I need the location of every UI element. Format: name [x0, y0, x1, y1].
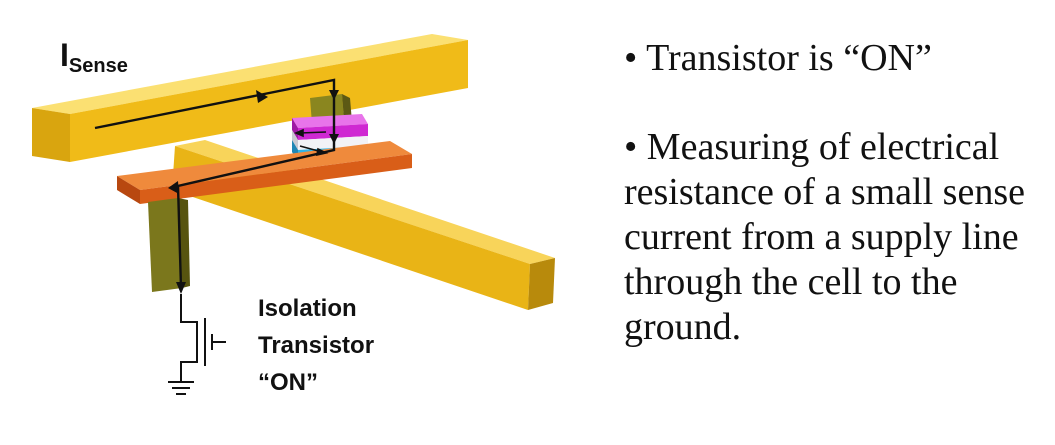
- sense-current-label: ISense: [60, 37, 128, 77]
- mram-cell-diagram: ISense Isolation Transistor “ON”: [32, 34, 555, 396]
- bullet-list: • Transistor is “ON” • Measuring of elec…: [624, 36, 1049, 350]
- upper-yellow-bar: [32, 34, 468, 162]
- isolation-via: [148, 198, 190, 292]
- current-path: [94, 78, 336, 289]
- isolation-transistor-label: Isolation Transistor “ON”: [258, 295, 381, 396]
- bullet-transistor-on: • Transistor is “ON”: [624, 37, 932, 79]
- bullet-measuring-resistance: • Measuring of electrical resistance of …: [624, 126, 1025, 348]
- current-arrowheads: [168, 90, 339, 294]
- stack-spin-arrows: [293, 128, 329, 157]
- transistor-symbol: [168, 294, 226, 395]
